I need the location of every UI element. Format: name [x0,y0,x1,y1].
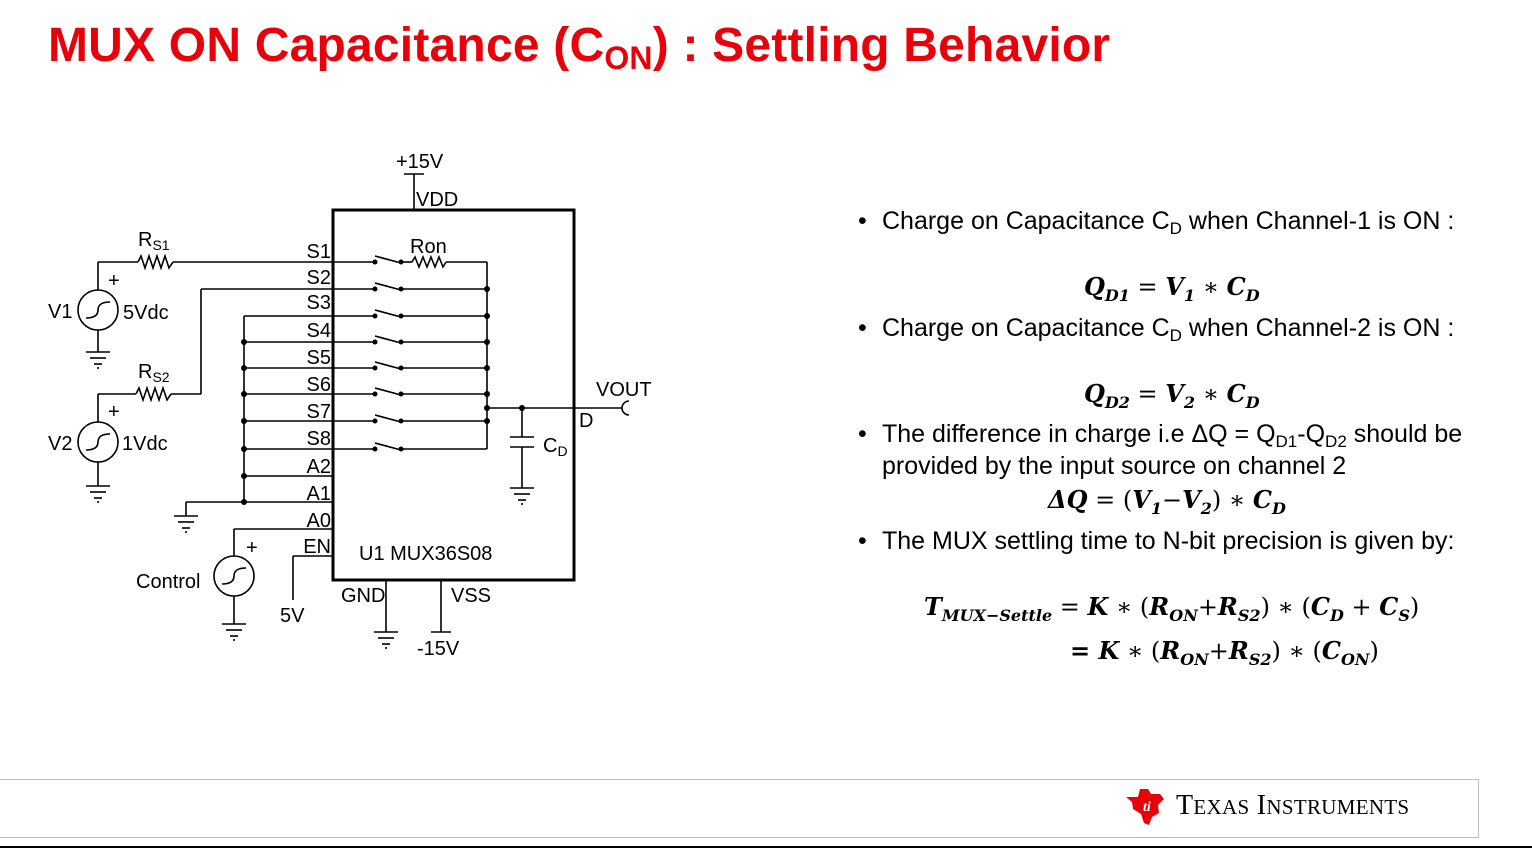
schematic-wires [77,173,630,649]
mux-schematic: +15V VDD RS1 + V1 5Vdc RS2 + V2 1Vdc Ron… [48,151,652,660]
equation-delta-q: ΔQ = (V1−V2) ∗ CD [1048,485,1286,518]
v1-value-label: 5Vdc [123,302,169,324]
v1-plus-label: + [108,270,120,292]
pin-label: S7 [307,401,331,423]
pin-label: EN [303,536,331,558]
equation-settle-1: TMUX−Settle = K ∗ (RON+RS2) ∗ (CD + CS) [924,592,1420,625]
cd-label: CD [543,435,568,459]
footer-divider [1478,779,1479,837]
supply-bottom-label: -15V [417,638,460,660]
bullet-text: The MUX settling time to N-bit precision… [882,527,1455,555]
slide-title: MUX ON Capacitance (CON) : Settling Beha… [48,18,1111,76]
equation-qd1: QD1 = V1 ∗ CD [1084,272,1260,305]
mux-chip-body [331,208,576,582]
brand-name: TEXAS INSTRUMENTS [1176,790,1410,821]
svg-text:ti: ti [1143,800,1151,815]
vout-label: VOUT [596,379,652,401]
chip-name-label: U1 MUX36S08 [359,543,492,565]
drain-label: D [579,410,593,432]
bullet-dot: • [858,420,867,448]
pin-label: S4 [307,320,331,342]
control-plus-label: + [246,537,258,559]
bullet-text: Charge on Capacitance CD when Channel-2 … [882,314,1455,345]
footer-divider [0,779,1478,780]
vss-label: VSS [451,585,491,607]
en-supply-label: 5V [280,605,305,627]
gnd-label: GND [341,585,385,607]
bullet-text: Charge on Capacitance CD when Channel-1 … [882,207,1455,238]
rs2-resistor-icon [135,385,172,403]
v2-label: V2 [48,433,72,455]
pin-label: S1 [307,241,331,263]
bullet-dot: • [858,314,867,342]
pin-label: S2 [307,267,331,289]
pin-labels: S1 S2 S3 S4 S5 S6 S7 S8 A2 A1 A0 EN [303,241,331,558]
pin-label: A0 [307,510,331,532]
pin-label: S8 [307,428,331,450]
pin-label: A1 [307,483,331,505]
rs1-label: RS1 [138,229,170,253]
v2-plus-label: + [108,401,120,423]
pin-label: S3 [307,292,331,314]
equation-qd2: QD2 = V2 ∗ CD [1084,379,1260,412]
title-sub: ON [604,40,653,76]
bullet-dot: • [858,207,867,235]
ron-label: Ron [410,236,447,258]
rs1-resistor-icon [137,253,174,271]
texas-instruments-logo-icon: ti [1126,789,1164,825]
bullet-dot: • [858,527,867,555]
v1-label: V1 [48,301,72,323]
bullet-text: The difference in charge i.e ΔQ = QD1-QD… [882,420,1463,480]
footer-divider [0,837,1479,838]
rs2-label: RS2 [138,361,170,385]
supply-top-label: +15V [396,151,444,173]
junction-dots [241,259,525,505]
footer-rule [0,846,1532,848]
control-label: Control [136,571,200,593]
ron-resistor-icon [411,254,447,270]
title-rest: ) : Settling Behavior [652,19,1111,72]
pin-label: S6 [307,374,331,396]
vdd-label: VDD [416,189,458,211]
pin-label: S5 [307,347,331,369]
equation-settle-2: = K ∗ (RON+RS2) ∗ (CON) [1070,636,1379,669]
internal-switches [333,254,488,451]
pin-label: A2 [307,456,331,478]
v2-value-label: 1Vdc [122,433,168,455]
title-main: MUX ON Capacitance (C [48,19,605,72]
